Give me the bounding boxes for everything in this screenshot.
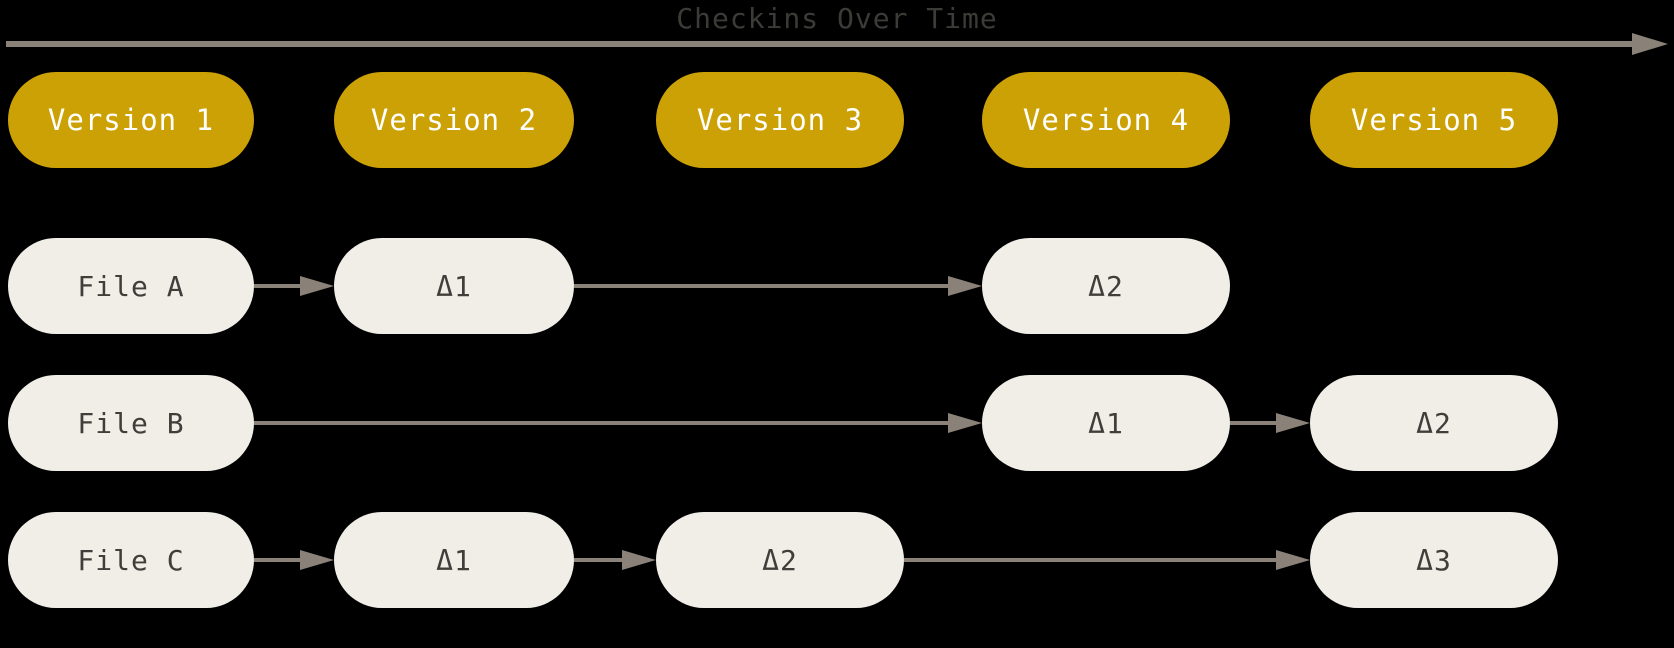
delta-node[interactable]: Δ2 xyxy=(1310,375,1558,471)
version-pill-row: Version 1 Version 2 Version 3 Version 4 Vers… xyxy=(0,72,1674,168)
delta-node-label: Δ2 xyxy=(762,543,798,577)
version-pill-label: Version 5 xyxy=(1350,103,1518,137)
connector-arrow xyxy=(254,413,982,433)
file-row-c: File C Δ1 Δ2 Δ3 xyxy=(0,512,1674,608)
delta-node[interactable]: Δ1 xyxy=(334,238,574,334)
connector-arrow xyxy=(1230,413,1310,433)
connector-arrow xyxy=(574,276,982,296)
file-row-a: File A Δ1 Δ2 xyxy=(0,238,1674,334)
file-node-label: File A xyxy=(77,269,185,303)
file-node[interactable]: File C xyxy=(8,512,254,608)
delta-node-label: Δ1 xyxy=(436,269,472,303)
delta-node[interactable]: Δ3 xyxy=(1310,512,1558,608)
version-pill-label: Version 4 xyxy=(1022,103,1190,137)
version-pill-3[interactable]: Version 3 xyxy=(656,72,904,168)
timeline-arrow xyxy=(6,33,1668,55)
delta-node-label: Δ1 xyxy=(1088,406,1124,440)
delta-node-label: Δ2 xyxy=(1088,269,1124,303)
delta-node[interactable]: Δ1 xyxy=(982,375,1230,471)
file-node-label: File B xyxy=(77,406,185,440)
delta-node-label: Δ2 xyxy=(1416,406,1452,440)
connector-arrow xyxy=(254,276,334,296)
connector-arrow xyxy=(574,550,656,570)
delta-node-label: Δ1 xyxy=(436,543,472,577)
version-pill-4[interactable]: Version 4 xyxy=(982,72,1230,168)
delta-node[interactable]: Δ1 xyxy=(334,512,574,608)
file-row-b: File B Δ1 Δ2 xyxy=(0,375,1674,471)
file-node[interactable]: File B xyxy=(8,375,254,471)
delta-node[interactable]: Δ2 xyxy=(982,238,1230,334)
connector-arrow xyxy=(254,550,334,570)
file-node-label: File C xyxy=(77,543,185,577)
delta-node-label: Δ3 xyxy=(1416,543,1452,577)
delta-node[interactable]: Δ2 xyxy=(656,512,904,608)
version-pill-2[interactable]: Version 2 xyxy=(334,72,574,168)
page-title: Checkins Over Time xyxy=(676,2,998,35)
version-pill-5[interactable]: Version 5 xyxy=(1310,72,1558,168)
file-node[interactable]: File A xyxy=(8,238,254,334)
version-pill-1[interactable]: Version 1 xyxy=(8,72,254,168)
version-pill-label: Version 2 xyxy=(370,103,538,137)
version-pill-label: Version 1 xyxy=(47,103,215,137)
connector-arrow xyxy=(904,550,1310,570)
timeline-arrow-glyph xyxy=(6,33,1668,55)
version-pill-label: Version 3 xyxy=(696,103,864,137)
